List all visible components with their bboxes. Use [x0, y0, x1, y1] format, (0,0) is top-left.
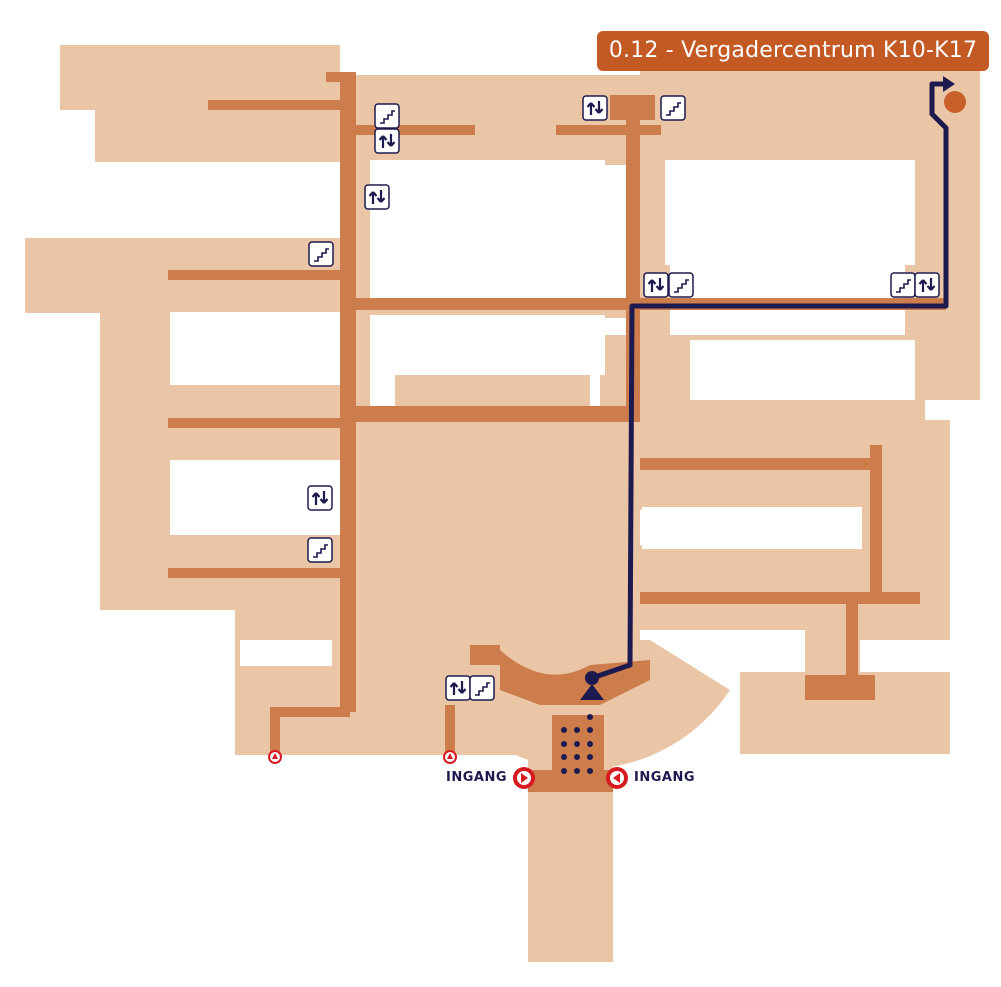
exit-triangle-icon [268, 750, 282, 764]
entrance-arrow-icon[interactable] [606, 767, 628, 789]
destination-marker-icon [944, 91, 966, 113]
elevator-icon [363, 183, 391, 211]
stairs-icon [668, 272, 694, 298]
elevator-icon [913, 271, 941, 299]
stairs-icon [890, 272, 916, 298]
destination-label: 0.12 - Vergadercentrum K10-K17 [597, 31, 989, 71]
stairs-icon [660, 95, 686, 121]
route-end-arrow-icon [943, 76, 955, 92]
entrance-label-left: INGANG [446, 770, 507, 785]
corridors [168, 72, 946, 792]
start-point-icon [585, 671, 599, 685]
entrance-arrow-icon[interactable] [513, 767, 535, 789]
elevator-icon [581, 94, 609, 122]
stairs-icon [307, 537, 333, 563]
elevator-icon [642, 271, 670, 299]
elevator-icon [373, 127, 401, 155]
elevator-icon [444, 674, 472, 702]
entrance-label-right: INGANG [634, 770, 695, 785]
entrance-footsteps [561, 714, 593, 774]
exit-triangle-icon [443, 750, 457, 764]
stairs-icon [469, 675, 495, 701]
stairs-icon [308, 241, 334, 267]
elevator-icon [306, 484, 334, 512]
courtyards [170, 160, 915, 666]
route-path [561, 76, 955, 774]
start-direction-icon [580, 684, 604, 700]
stairs-icon [374, 103, 400, 129]
